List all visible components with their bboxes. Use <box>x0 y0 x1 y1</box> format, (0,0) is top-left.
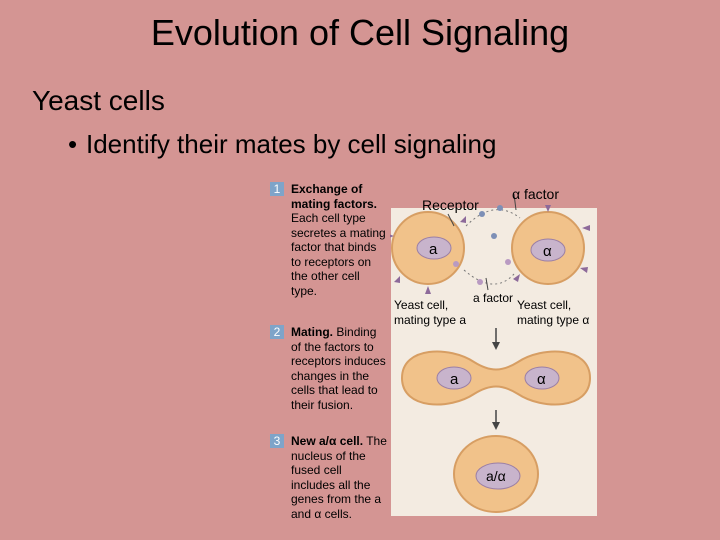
slide-title: Evolution of Cell Signaling <box>150 12 570 53</box>
cell-a-label: a <box>429 241 438 258</box>
a-factor-molecules <box>453 259 511 285</box>
fusing-alpha-label: α <box>537 371 546 388</box>
yeast-alpha-line2: mating type α <box>517 313 589 327</box>
bullet-dot: • <box>68 129 78 159</box>
fused-cell-label: a/α <box>486 468 506 484</box>
step-1-text: Each cell type secretes a mating factor … <box>291 211 386 298</box>
signal-arc-top <box>465 209 521 227</box>
a-factor-label: a factor <box>473 291 513 305</box>
fused-nucleus <box>475 462 521 490</box>
arrow-stage-1-head <box>492 342 500 350</box>
yeast-mating-diagram: a α α factor Receptor a factor Yeast cel… <box>390 178 600 518</box>
step-1-number: 1 <box>270 182 284 196</box>
alpha-factor-molecules <box>479 205 503 239</box>
step-1: 1 Exchange of mating factors. Each cell … <box>270 182 388 298</box>
step-3-heading: New a/α cell. <box>291 434 364 448</box>
slide-subtitle: Yeast cells <box>32 85 165 116</box>
fusing-nucleus-a <box>436 366 472 390</box>
bullet-item: • Identify their mates by cell signaling <box>68 128 496 160</box>
fusing-nucleus-alpha <box>524 366 560 390</box>
receptor-pointer <box>447 213 455 227</box>
step-3-text: The nucleus of the fused cell includes a… <box>291 434 387 521</box>
fusing-a-label: a <box>450 371 459 388</box>
step-2-text: Binding of the factors to receptors indu… <box>291 325 386 412</box>
step-2-heading: Mating. <box>291 325 333 339</box>
step-3: 3 New a/α cell. The nucleus of the fused… <box>270 434 388 521</box>
alpha-factor-pointer <box>513 193 517 211</box>
step-1-heading: Exchange of mating factors. <box>291 182 378 211</box>
alpha-factor-top-label: α factor <box>512 186 559 202</box>
step-2: 2 Mating. Binding of the factors to rece… <box>270 325 388 412</box>
diagram-svg: a α α factor Receptor a factor Yeast cel… <box>390 186 592 513</box>
nucleus-a <box>416 236 452 260</box>
receptor-label: Receptor <box>422 197 479 213</box>
yeast-a-line2: mating type a <box>394 313 466 327</box>
signal-arc-bottom <box>463 269 515 285</box>
arrow-stage-2-head <box>492 422 500 430</box>
a-factor-pointer <box>485 277 489 291</box>
yeast-alpha-line1: Yeast cell, <box>517 298 571 312</box>
cell-alpha-label: α <box>543 243 552 260</box>
nucleus-alpha <box>530 238 566 262</box>
receptors <box>390 205 590 294</box>
step-3-number: 3 <box>270 434 284 448</box>
step-2-number: 2 <box>270 325 284 339</box>
yeast-a-line1: Yeast cell, <box>394 298 448 312</box>
bullet-text: Identify their mates by cell signaling <box>86 129 497 159</box>
fusing-cells <box>400 350 592 406</box>
